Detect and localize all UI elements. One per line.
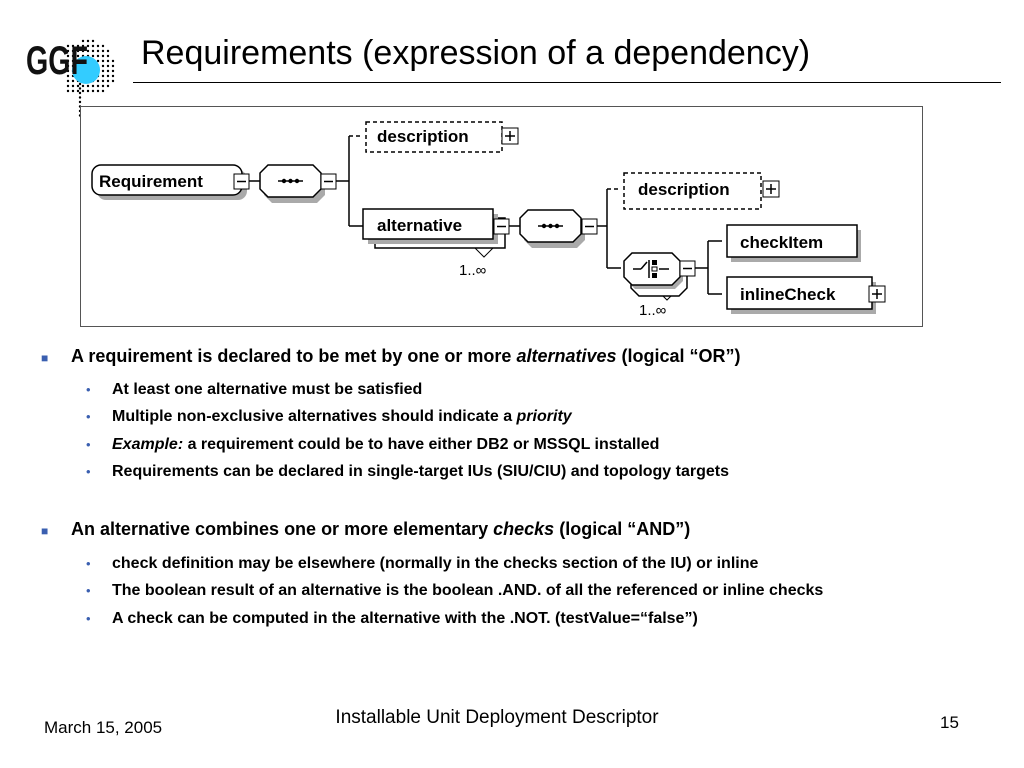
title-rule [133, 82, 1001, 83]
round-bullet-icon [86, 583, 94, 598]
bullet-checks: An alternative combines one or more elem… [41, 519, 690, 540]
checkitem-node: checkItem [726, 224, 861, 262]
schema-diagram: Requirement description [80, 106, 923, 327]
description-label-2: description [638, 180, 730, 199]
alternative-multiplicity: 1..∞ [459, 262, 487, 279]
round-bullet-icon [86, 464, 94, 479]
sub-bullet: The boolean result of an alternative is … [86, 582, 823, 600]
checkitem-label: checkItem [740, 233, 823, 252]
description-node-1: description [365, 121, 519, 153]
sub-bullet-text: check definition may be elsewhere (norma… [112, 555, 759, 572]
description-node-2: description [623, 172, 780, 210]
logo-text: GGF [26, 39, 88, 83]
requirement-node: Requirement [91, 164, 250, 200]
sequence-icon [259, 164, 337, 203]
bullet-alternatives: A requirement is declared to be met by o… [41, 346, 741, 367]
sub-bullet-text: Requirements can be declared in single-t… [112, 463, 729, 480]
sub-bullet-text: Example: a requirement could be to have … [112, 436, 660, 453]
inlinecheck-node: inlineCheck [726, 276, 886, 314]
sequence-icon [519, 209, 598, 248]
alternative-node: alternative 1..∞ [362, 208, 510, 279]
description-label-1: description [377, 127, 469, 146]
square-bullet-icon [41, 524, 52, 538]
collapse-icon[interactable] [233, 173, 250, 190]
sub-bullet-text: At least one alternative must be satisfi… [112, 381, 423, 398]
expand-icon[interactable] [868, 285, 886, 303]
expand-icon[interactable] [501, 127, 519, 145]
round-bullet-icon [86, 556, 94, 571]
sub-bullet: Requirements can be declared in single-t… [86, 463, 729, 481]
round-bullet-icon [86, 437, 94, 452]
square-bullet-icon [41, 351, 52, 365]
bullet-text: An alternative combines one or more elem… [71, 519, 691, 539]
sub-bullet: check definition may be elsewhere (norma… [86, 555, 758, 573]
requirement-label: Requirement [99, 172, 203, 191]
footer-date: March 15, 2005 [44, 718, 163, 737]
sub-bullet: At least one alternative must be satisfi… [86, 381, 422, 399]
sub-bullet: Multiple non-exclusive alternatives shou… [86, 408, 572, 426]
inlinecheck-label: inlineCheck [740, 285, 836, 304]
collapse-icon[interactable] [320, 173, 337, 190]
bullet-text: A requirement is declared to be met by o… [71, 346, 741, 366]
sub-bullet-text: Multiple non-exclusive alternatives shou… [112, 408, 572, 425]
page-number: 15 [940, 713, 959, 732]
expand-icon[interactable] [762, 180, 780, 198]
collapse-icon[interactable] [493, 218, 510, 235]
round-bullet-icon [86, 382, 94, 397]
sub-bullet-text: A check can be computed in the alternati… [112, 610, 698, 627]
choice-multiplicity: 1..∞ [639, 302, 667, 319]
slide-title: Requirements (expression of a dependency… [141, 34, 811, 72]
alternative-label: alternative [377, 216, 462, 235]
collapse-icon[interactable] [679, 260, 696, 277]
choice-icon: 1..∞ [623, 252, 696, 319]
collapse-icon[interactable] [581, 218, 598, 235]
round-bullet-icon [86, 409, 94, 424]
connector-lines [248, 135, 722, 295]
round-bullet-icon [86, 611, 94, 626]
logo-highlight [72, 56, 100, 84]
sub-bullet-text: The boolean result of an alternative is … [112, 582, 824, 599]
ggf-logo: GGF [26, 39, 115, 117]
sub-bullet: A check can be computed in the alternati… [86, 610, 698, 628]
sub-bullet: Example: a requirement could be to have … [86, 436, 659, 454]
footer-title: Installable Unit Deployment Descriptor [335, 707, 659, 728]
